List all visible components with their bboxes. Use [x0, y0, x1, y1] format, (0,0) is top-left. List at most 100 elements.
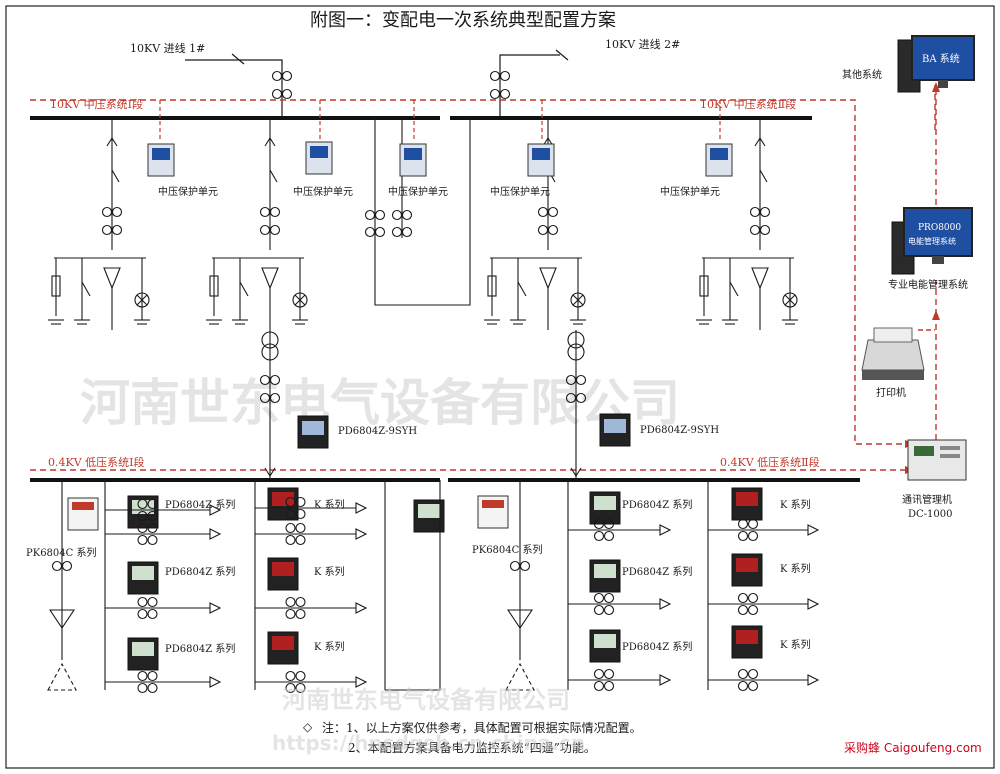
pk-series-label-2: PK6804C 系列 [472, 543, 542, 556]
mv-bus-2-label: 10KV 中压系统Ⅱ段 [700, 97, 796, 111]
ct-symbol [364, 209, 376, 221]
incomer-1-label: 10KV 进线 1# [130, 41, 205, 55]
ct-symbol [489, 88, 501, 100]
lamp-cross [784, 294, 796, 306]
switch-symbol [759, 169, 768, 183]
ct-symbol [137, 522, 148, 534]
meter-screen [302, 421, 324, 435]
relay-screen [152, 148, 170, 160]
load-arrow-icon [355, 602, 368, 614]
arrester-symbol [261, 267, 279, 290]
ct-symbol [603, 668, 615, 680]
lamp-symbol [782, 292, 798, 308]
ct-symbol [259, 206, 271, 218]
ct-symbol [147, 498, 158, 510]
ct-symbol [285, 508, 296, 520]
note-marker-icon: ◇ [303, 720, 313, 734]
lamp-cross [294, 294, 306, 306]
load-arrow-icon [807, 598, 820, 610]
breaker-symbol [264, 467, 276, 478]
lv-meter-screen [272, 562, 294, 576]
mv-feeder-group [48, 70, 798, 480]
load-arrow-icon [807, 674, 820, 686]
ct-symbol [295, 670, 306, 682]
switch-symbol [239, 281, 249, 297]
ct-symbol [593, 680, 605, 692]
ct-symbol [295, 682, 306, 694]
pro-computer: PRO8000 电能管理系统 [891, 207, 973, 275]
lv-feeder-group [47, 480, 820, 694]
lv-meter-screen [736, 558, 758, 572]
ct-symbol [747, 668, 759, 680]
ct-symbol [575, 374, 587, 386]
ct-symbol [101, 224, 113, 236]
watermark-company: 河南世东电气设备有限公司 [80, 374, 680, 432]
brand-logo-text: 采购蜂 Caigoufeng.com [844, 740, 982, 755]
ct-symbol [565, 392, 577, 404]
ct-symbol [101, 206, 113, 218]
ct-symbol [147, 522, 158, 534]
pro-system-label: 专业电能管理系统 [888, 278, 968, 291]
switch-symbol [729, 281, 739, 297]
k-series-label-6: K 系列 [780, 638, 811, 651]
ct-symbol [747, 592, 759, 604]
pd-series-label-4: PD6804Z 系列 [622, 498, 692, 511]
ct-symbol [747, 530, 759, 542]
breaker-symbol [542, 136, 554, 147]
k-series-label-3: K 系列 [314, 640, 345, 653]
arrester-symbol [539, 267, 557, 290]
pd-series-label-1: PD6804Z 系列 [165, 498, 235, 511]
relay-screen [710, 148, 728, 160]
switch-symbol [269, 169, 278, 183]
relay-label-5: 中压保护单元 [660, 185, 720, 198]
k-series-label-1: K 系列 [314, 498, 345, 511]
pd-series-label-6: PD6804Z 系列 [622, 640, 692, 653]
ct-symbol [749, 224, 761, 236]
ct-symbol [295, 608, 306, 620]
load-delta-symbol [505, 662, 535, 691]
relay-label-1: 中压保护单元 [158, 185, 218, 198]
printer-icon [861, 327, 925, 380]
ct-symbol [147, 670, 158, 682]
lv-meter-screen [736, 630, 758, 644]
lv-meter-screen [418, 504, 440, 518]
load-arrow-icon [355, 676, 368, 688]
k-series-label-2: K 系列 [314, 565, 345, 578]
lamp-cross [136, 294, 148, 306]
breaker-symbol [106, 136, 118, 147]
switch-symbol [111, 169, 120, 183]
meter-screen [604, 419, 626, 433]
load-arrow-icon [209, 602, 222, 614]
comm-manager-device [907, 439, 967, 481]
ct-symbol [759, 206, 771, 218]
ct-symbol [737, 604, 749, 616]
ct-symbol [295, 534, 306, 546]
relay-screen [532, 148, 550, 160]
ct-symbol [285, 496, 296, 508]
load-arrow-icon [355, 528, 368, 540]
ct-symbol [537, 206, 549, 218]
comm-arrows [905, 82, 940, 474]
ct-symbol [269, 374, 281, 386]
switch-symbol [517, 281, 527, 297]
ct-symbol [137, 682, 148, 694]
ct-symbol [737, 668, 749, 680]
pd-series-label-5: PD6804Z 系列 [622, 565, 692, 578]
load-arrow-icon [659, 598, 672, 610]
ct-symbol [547, 224, 559, 236]
ct-symbol [285, 682, 296, 694]
tx-meter-label-2: PD6804Z-9SYH [640, 425, 719, 436]
lv-meter-screen [132, 566, 154, 580]
ct-symbol [271, 70, 283, 82]
ct-symbol [259, 224, 271, 236]
ct-symbol [269, 224, 281, 236]
k-series-label-4: K 系列 [780, 498, 811, 511]
pd-series-label-2: PD6804Z 系列 [165, 565, 235, 578]
ct-symbol [61, 560, 73, 572]
ct-symbol [259, 374, 271, 386]
lamp-symbol [292, 292, 308, 308]
lv-meter-screen [132, 642, 154, 656]
ct-symbol [285, 670, 296, 682]
ct-symbol [51, 560, 63, 572]
